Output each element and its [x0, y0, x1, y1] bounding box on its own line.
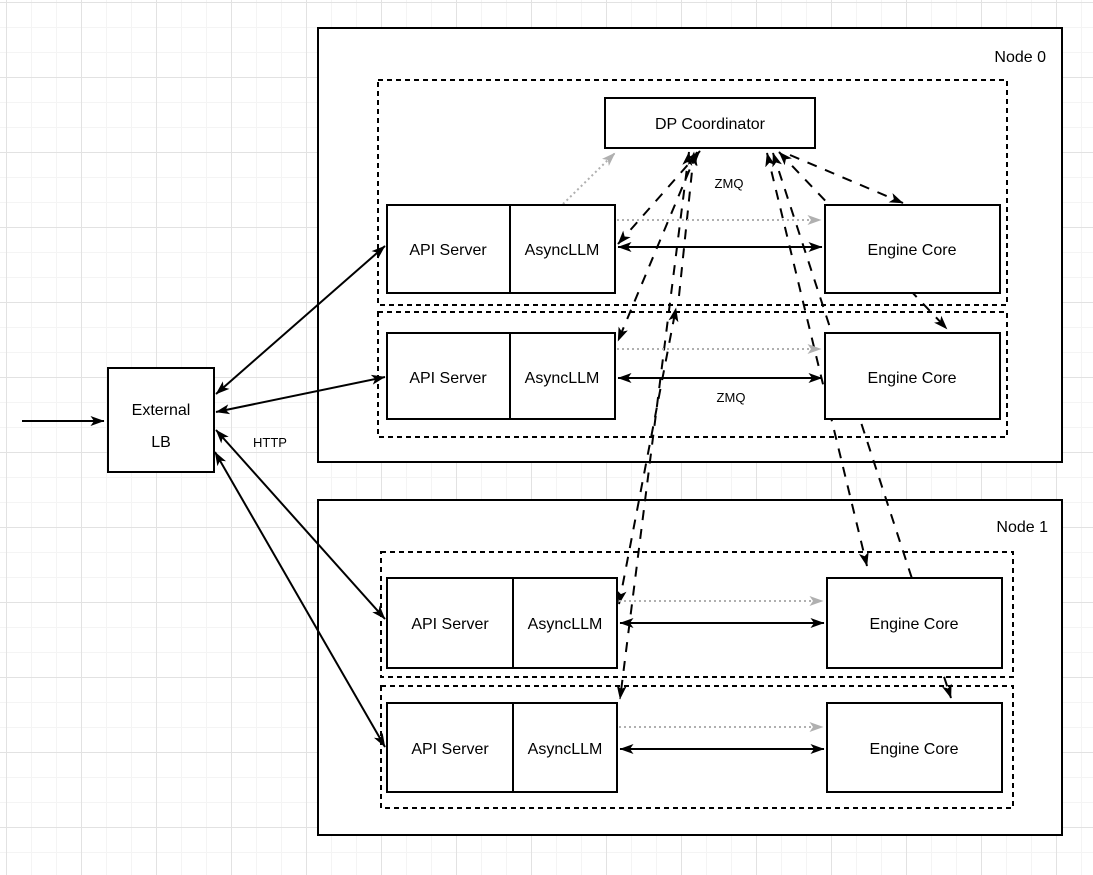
external-lb-label-line2: LB	[151, 434, 171, 451]
arrow-lb-apiserver-n0r1	[215, 374, 386, 415]
engine-core-label: Engine Core	[868, 370, 957, 387]
node0-label: Node 0	[994, 49, 1046, 66]
api-server-label: API Server	[409, 370, 487, 387]
engine-core-label: Engine Core	[870, 741, 959, 758]
engine-core-label: Engine Core	[870, 616, 959, 633]
engine-core-box	[826, 577, 1003, 669]
node0-replica0: API Server AsyncLLM Engine Core	[386, 204, 1001, 294]
node0-replica0-group	[377, 79, 1008, 306]
engine-core-box	[826, 702, 1003, 793]
engine-core-box	[824, 204, 1001, 294]
api-server-label: API Server	[411, 616, 489, 633]
external-lb-label-line1: External	[132, 402, 191, 419]
node0-replica1: API Server AsyncLLM Engine Core ZMQ	[386, 332, 1001, 420]
arrow-lb-apiserver-n0r0	[215, 245, 386, 395]
engine-core-label: Engine Core	[868, 242, 957, 259]
dp-coordinator-box	[604, 97, 816, 149]
api-asyncllm-box	[386, 577, 618, 669]
asyncllm-label: AsyncLLM	[528, 616, 603, 633]
api-asyncllm-box	[386, 332, 616, 420]
node1-replica1: API Server AsyncLLM Engine Core	[386, 702, 1003, 793]
asyncllm-label: AsyncLLM	[525, 242, 600, 259]
node1-label: Node 1	[996, 519, 1048, 536]
api-server-label: API Server	[411, 741, 489, 758]
arrow-lb-apiserver-n1r1	[214, 451, 386, 748]
asyncllm-label: AsyncLLM	[525, 370, 600, 387]
api-asyncllm-box	[386, 702, 618, 793]
dp-coordinator-label: DP Coordinator	[655, 116, 766, 133]
api-asyncllm-box	[386, 204, 616, 294]
zmq-edge-label: ZMQ	[717, 390, 746, 405]
node1-replica0: API Server AsyncLLM Engine Core	[386, 577, 1003, 669]
asyncllm-label: AsyncLLM	[528, 741, 603, 758]
api-server-label: API Server	[409, 242, 487, 259]
http-edge-label: HTTP	[253, 435, 287, 450]
dotted-arrow-asyncllm-n0r0-coordinator	[562, 152, 616, 205]
node1-replica1-group	[380, 685, 1014, 809]
external-lb-box	[107, 367, 215, 473]
dashed-arrow-coordinator-asyncllm-n1r1	[616, 151, 693, 700]
engine-core-box	[824, 332, 1001, 420]
zmq-coordinator-edge-label: ZMQ	[715, 176, 744, 191]
